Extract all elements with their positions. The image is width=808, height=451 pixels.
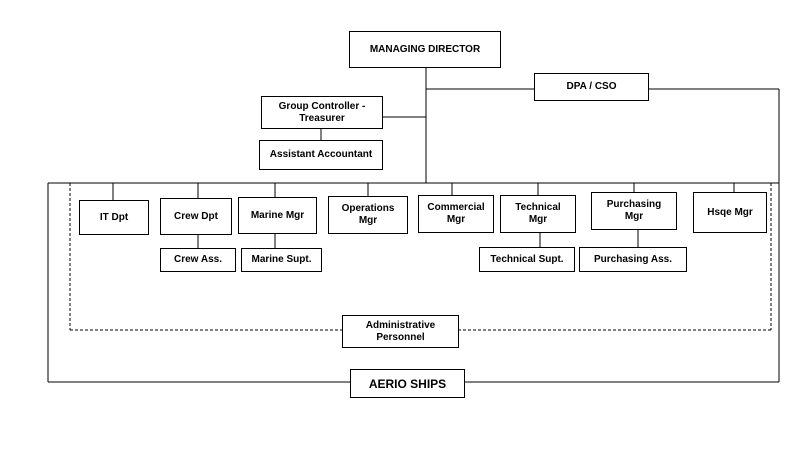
operations-mgr-label: Operations Mgr (341, 203, 395, 226)
purchasing-ass-label: Purchasing Ass. (594, 253, 672, 265)
hsqe-mgr-box: Hsqe Mgr (693, 192, 767, 233)
purchasing-mgr-label: Purchasing Mgr (606, 199, 662, 222)
commercial-mgr-label: Commercial Mgr (427, 202, 485, 225)
assistant-accountant-label: Assistant Accountant (269, 149, 373, 160)
administrative-personnel-box: Administrative Personnel (342, 315, 459, 348)
purchasing-mgr-box: Purchasing Mgr (591, 192, 677, 230)
crew-dept-box: Crew Dpt (160, 198, 232, 235)
technical-supt-label: Technical Supt. (490, 253, 564, 265)
dpa-cso-box: DPA / CSO (534, 73, 649, 101)
commercial-mgr-box: Commercial Mgr (418, 195, 494, 233)
operations-mgr-box: Operations Mgr (328, 196, 408, 234)
administrative-personnel-label: Administrative Personnel (365, 319, 436, 343)
aerio-ships-box: AERIO SHIPS (350, 369, 465, 398)
crew-ass-label: Crew Ass. (174, 254, 222, 265)
marine-mgr-box: Marine Mgr (238, 197, 317, 234)
managing-director-box: MANAGING DIRECTOR (349, 31, 501, 68)
it-dept-box: IT Dpt (79, 200, 149, 235)
group-controller-label: Group Controller - Treasurer (278, 100, 366, 124)
dpa-cso-label: DPA / CSO (566, 81, 617, 92)
technical-supt-box: Technical Supt. (479, 247, 575, 272)
crew-dept-label: Crew Dpt (174, 210, 218, 222)
marine-supt-box: Marine Supt. (241, 248, 322, 272)
marine-supt-label: Marine Supt. (251, 254, 312, 265)
technical-mgr-label: Technical Mgr (515, 202, 561, 225)
purchasing-ass-box: Purchasing Ass. (579, 247, 687, 272)
hsqe-mgr-label: Hsqe Mgr (707, 206, 753, 218)
assistant-accountant-box: Assistant Accountant (259, 140, 383, 170)
group-controller-box: Group Controller - Treasurer (261, 96, 383, 129)
crew-ass-box: Crew Ass. (160, 248, 236, 272)
aerio-ships-label: AERIO SHIPS (368, 376, 447, 391)
marine-mgr-label: Marine Mgr (250, 209, 305, 221)
technical-mgr-box: Technical Mgr (500, 195, 576, 233)
it-dept-label: IT Dpt (99, 211, 129, 223)
managing-director-label: MANAGING DIRECTOR (369, 43, 481, 55)
